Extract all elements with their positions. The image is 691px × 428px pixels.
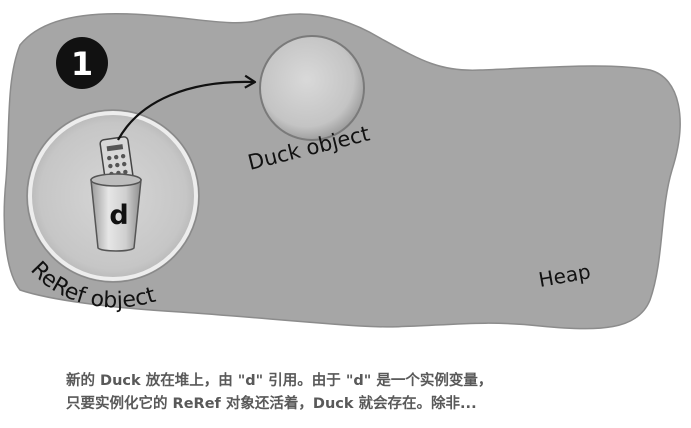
step-number: 1 bbox=[71, 45, 93, 83]
number-1-badge-icon bbox=[56, 37, 108, 89]
heap-diagram: 1 Duck object d ReRef object Heap bbox=[3, 12, 681, 330]
reference-arrow-icon bbox=[117, 74, 257, 141]
cup-variable-label: d bbox=[109, 200, 128, 231]
caption-line-1: 新的 Duck 放在堆上，由 "d" 引用。由于 "d" 是一个实例变量， bbox=[66, 373, 493, 389]
caption: 新的 Duck 放在堆上，由 "d" 引用。由于 "d" 是一个实例变量， 只要… bbox=[66, 370, 666, 416]
step-number-badge: 1 bbox=[56, 37, 108, 89]
duck-object bbox=[259, 35, 365, 141]
cup-icon bbox=[90, 173, 142, 252]
caption-line-2: 只要实例化它的 ReRef 对象还活着，Duck 就会存在。除非... bbox=[66, 396, 477, 412]
duck-object-circle bbox=[259, 35, 365, 141]
